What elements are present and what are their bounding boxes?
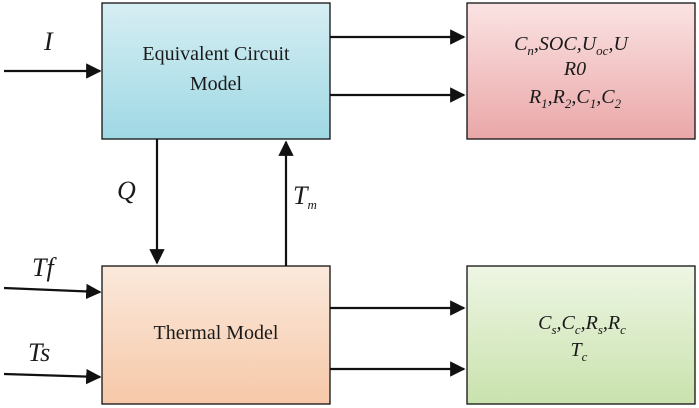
- label-text: C: [562, 312, 576, 334]
- label-subscript: s: [598, 322, 603, 337]
- ecm-output-line1: Cn​,SOC,Uoc​,U: [514, 33, 629, 58]
- ecm-output-line2: R0: [563, 58, 586, 80]
- label-text: ,: [557, 312, 562, 334]
- label-subscript: c: [582, 349, 588, 364]
- label-text: ,U: [608, 33, 629, 55]
- thermal-label: Thermal Model: [154, 322, 279, 344]
- thermal-output-line1: Cs​,Cc​,Rs​,Rc​: [538, 312, 626, 337]
- signal-tf-label: Tf: [32, 253, 57, 282]
- signal-temp-m-label: Tm​: [293, 181, 317, 212]
- label-subscript: 1: [541, 96, 548, 111]
- signal-heat-label: Q: [117, 176, 136, 205]
- signal-current-label: I: [43, 27, 54, 56]
- label-subscript: c: [620, 322, 626, 337]
- label-subscript: 2: [615, 96, 622, 111]
- ecm-label-line2: Model: [190, 73, 243, 95]
- ecm-output-line3: R1​,R2​,C1​,C2​: [528, 86, 622, 111]
- label-subscript: n: [527, 43, 534, 58]
- thermal-block: [101, 265, 331, 405]
- label-text: R: [607, 312, 620, 334]
- label-text: R: [552, 86, 565, 108]
- ecm-output-block: [466, 2, 696, 140]
- label-subscript: s: [551, 322, 556, 337]
- label-subscript: m: [307, 197, 316, 212]
- label-text: ,: [596, 86, 601, 108]
- label-subscript: 1: [590, 96, 597, 111]
- label-text: U: [582, 33, 598, 55]
- label-subscript: 2: [565, 96, 572, 111]
- label-text: ,: [581, 312, 586, 334]
- signal-ts-label: Ts: [28, 338, 50, 367]
- label-text: R: [585, 312, 598, 334]
- label-text: ,: [548, 86, 553, 108]
- ecm-block: [101, 2, 331, 140]
- label-subscript: oc: [596, 43, 609, 58]
- label-text: ,SOC,: [534, 33, 582, 55]
- label-text: C: [601, 86, 615, 108]
- label-text: C: [538, 312, 552, 334]
- label-text: T: [293, 181, 309, 210]
- label-text: T: [571, 339, 584, 361]
- label-text: ,: [571, 86, 576, 108]
- label-text: C: [514, 33, 528, 55]
- label-text: R: [528, 86, 541, 108]
- thermal-output-block: [466, 265, 696, 405]
- label-text: C: [576, 86, 590, 108]
- arrow-input-ts: [3, 368, 102, 385]
- arrow-input-tf: [3, 283, 102, 300]
- label-text: ,: [603, 312, 608, 334]
- label-text: R0: [563, 58, 586, 80]
- label-subscript: c: [575, 322, 581, 337]
- ecm-label-line1: Equivalent Circuit: [142, 43, 290, 65]
- thermal-output-line2: Tc​: [571, 339, 588, 364]
